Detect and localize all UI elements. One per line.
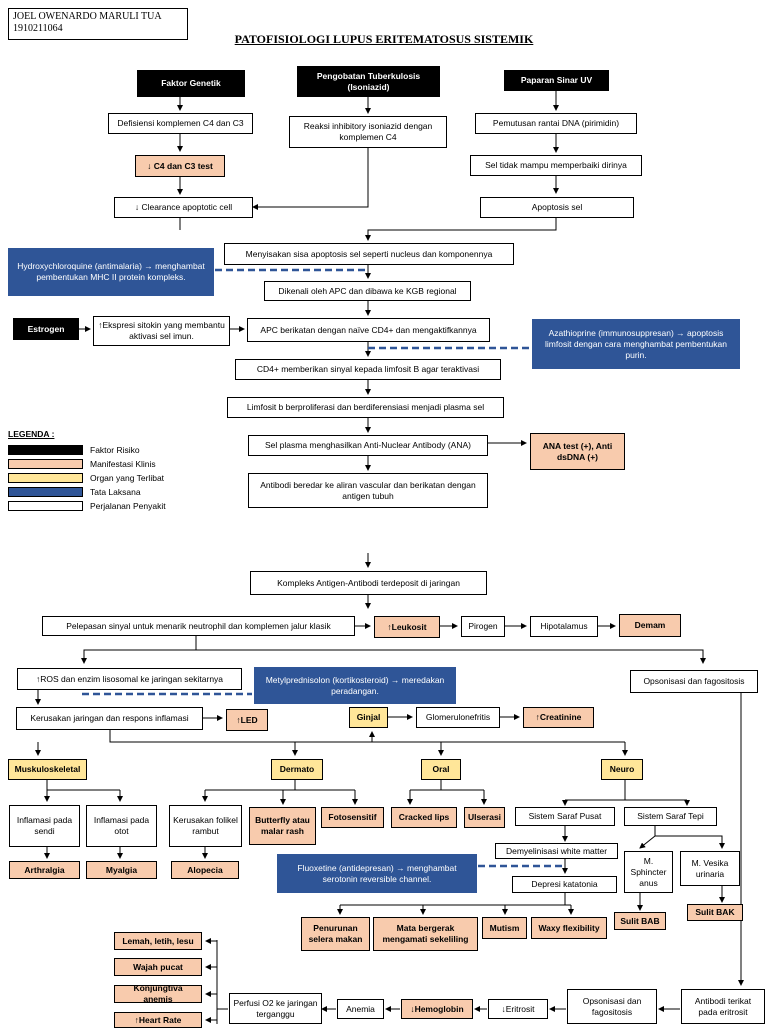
author-header: JOEL OWENARDO MARULI TUA 1910211064 — [8, 8, 188, 40]
node-leukosit: ↑Leukosit — [374, 616, 440, 638]
node-ssp: Sistem Saraf Pusat — [515, 807, 615, 826]
legend-title: LEGENDA : — [8, 429, 55, 439]
node-alopecia: Alopecia — [171, 861, 239, 879]
node-ana-test: ANA test (+), Anti dsDNA (+) — [530, 433, 625, 470]
node-eritrosit: ↓Eritrosit — [488, 999, 548, 1019]
node-penurunan: Penurunan selera makan — [301, 917, 370, 951]
node-inflamasi-otot: Inflamasi pada otot — [86, 805, 157, 847]
node-hemoglobin: ↓Hemoglobin — [401, 999, 473, 1019]
node-opsonisasi-2: Opsonisasi dan fagositosis — [567, 989, 657, 1024]
node-apc-berikatan: APC berikatan dengan naïve CD4+ dan meng… — [247, 318, 490, 342]
node-sst: Sistem Saraf Tepi — [624, 807, 717, 826]
node-faktor-genetik: Faktor Genetik — [137, 70, 245, 97]
node-neuro: Neuro — [601, 759, 643, 780]
node-ulserasi: Ulserasi — [464, 807, 505, 828]
node-sulit-bak: Sulit BAK — [687, 904, 743, 921]
node-heart-rate: ↑Heart Rate — [114, 1012, 202, 1028]
author-name: JOEL OWENARDO MARULI TUA — [13, 11, 162, 22]
node-ros: ↑ROS dan enzim lisosomal ke jaringan sek… — [17, 668, 242, 690]
node-apoptosis: Apoptosis sel — [480, 197, 634, 218]
node-oral: Oral — [421, 759, 461, 780]
node-anemia: Anemia — [337, 999, 384, 1019]
legend-label-faktor-risiko: Faktor Risiko — [90, 445, 140, 455]
node-sulit-bab: Sulit BAB — [614, 912, 666, 930]
node-c4c3-test: ↓ C4 dan C3 test — [135, 155, 225, 177]
node-vesika: M. Vesika urinaria — [680, 851, 740, 886]
legend-swatch-perjalanan — [8, 501, 83, 511]
node-lemah: Lemah, letih, lesu — [114, 932, 202, 950]
node-sel-tidak-mampu: Sel tidak mampu memperbaiki dirinya — [470, 155, 642, 176]
node-pengobatan-tb: Pengobatan Tuberkulosis (Isoniazid) — [297, 66, 440, 97]
node-depresi: Depresi katatonia — [512, 876, 617, 893]
node-arthralgia: Arthralgia — [9, 861, 80, 879]
node-kompleks: Kompleks Antigen-Antibodi terdeposit di … — [250, 571, 487, 595]
legend-swatch-manifestasi — [8, 459, 83, 469]
node-myalgia: Myalgia — [86, 861, 157, 879]
node-sel-plasma: Sel plasma menghasilkan Anti-Nuclear Ant… — [248, 435, 488, 456]
node-clearance: ↓ Clearance apoptotic cell — [114, 197, 253, 218]
node-ginjal: Ginjal — [349, 707, 388, 728]
node-estrogen: Estrogen — [13, 318, 79, 340]
legend-label-manifestasi: Manifestasi Klinis — [90, 459, 156, 469]
node-creatinine: ↑Creatinine — [523, 707, 594, 728]
legend-swatch-organ — [8, 473, 83, 483]
legend-swatch-tata-laksana — [8, 487, 83, 497]
node-cracked-lips: Cracked lips — [391, 807, 457, 828]
legend-label-organ: Organ yang Terlibat — [90, 473, 165, 483]
node-kerusakan: Kerusakan jaringan dan respons inflamasi — [16, 707, 203, 730]
node-ekspresi: ↑Ekspresi sitokin yang membantu aktivasi… — [93, 316, 230, 346]
node-muskuloskeletal: Muskuloskeletal — [8, 759, 87, 780]
node-defisiensi: Defisiensi komplemen C4 dan C3 — [108, 113, 253, 134]
node-butterfly: Butterfly atau malar rash — [249, 807, 316, 845]
node-perfusi: Perfusi O2 ke jaringan terganggu — [229, 993, 322, 1024]
node-waxy: Waxy flexibility — [531, 917, 607, 939]
node-wajah-pucat: Wajah pucat — [114, 958, 202, 976]
node-limfosit-b: Limfosit b berproliferasi dan berdiferen… — [227, 397, 504, 418]
node-opsonisasi-1: Opsonisasi dan fagositosis — [630, 670, 758, 693]
node-antibodi-beredar: Antibodi beredar ke aliran vascular dan … — [248, 473, 488, 508]
node-menyisakan: Menyisakan sisa apoptosis sel seperti nu… — [224, 243, 514, 265]
legend-label-tata-laksana: Tata Laksana — [90, 487, 141, 497]
author-nim: 1910211064 — [13, 23, 63, 34]
node-glomerulo: Glomerulonefritis — [416, 707, 500, 728]
node-hcq: Hydroxychloroquine (antimalaria) → mengh… — [8, 248, 214, 296]
node-inflamasi-sendi: Inflamasi pada sendi — [9, 805, 80, 847]
node-mata: Mata bergerak mengamati sekeliling — [373, 917, 478, 951]
node-folikel: Kerusakan folikel rambut — [169, 805, 242, 847]
node-hipotalamus: Hipotalamus — [530, 616, 598, 637]
node-fluoxetine: Fluoxetine (antidepresan) → menghambat s… — [277, 854, 477, 893]
node-dermato: Dermato — [271, 759, 323, 780]
node-cd4: CD4+ memberikan sinyal kepada limfosit B… — [235, 359, 501, 380]
node-fotosensitif: Fotosensitif — [321, 807, 384, 828]
node-mutism: Mutism — [482, 917, 527, 939]
node-demyelinisasi: Demyelinisasi white matter — [495, 843, 618, 859]
node-sphincter: M. Sphincter anus — [624, 851, 673, 893]
node-pirogen: Pirogen — [461, 616, 505, 637]
node-pemutusan-dna: Pemutusan rantai DNA (pirimidin) — [475, 113, 637, 134]
node-metylpred: Metylprednisolon (kortikosteroid) → mere… — [254, 667, 456, 704]
node-reaksi-inhibitory: Reaksi inhibitory isoniazid dengan kompl… — [289, 116, 447, 148]
node-konjungtiva: Konjungtiva anemis — [114, 983, 202, 1004]
node-antibodi-terikat: Antibodi terikat pada eritrosit — [681, 989, 765, 1024]
legend-swatch-faktor-risiko — [8, 445, 83, 455]
node-paparan-uv: Paparan Sinar UV — [504, 70, 609, 91]
node-pelepasan: Pelepasan sinyal untuk menarik neutrophi… — [42, 616, 355, 636]
page-title: PATOFISIOLOGI LUPUS ERITEMATOSUS SISTEMI… — [234, 32, 534, 46]
node-demam: Demam — [619, 614, 681, 637]
node-azathioprine: Azathioprine (immunosuppresan) → apoptos… — [532, 319, 740, 369]
node-led: ↑LED — [226, 709, 268, 731]
node-dikenali: Dikenali oleh APC dan dibawa ke KGB regi… — [264, 281, 471, 301]
legend-label-perjalanan: Perjalanan Penyakit — [90, 501, 166, 511]
